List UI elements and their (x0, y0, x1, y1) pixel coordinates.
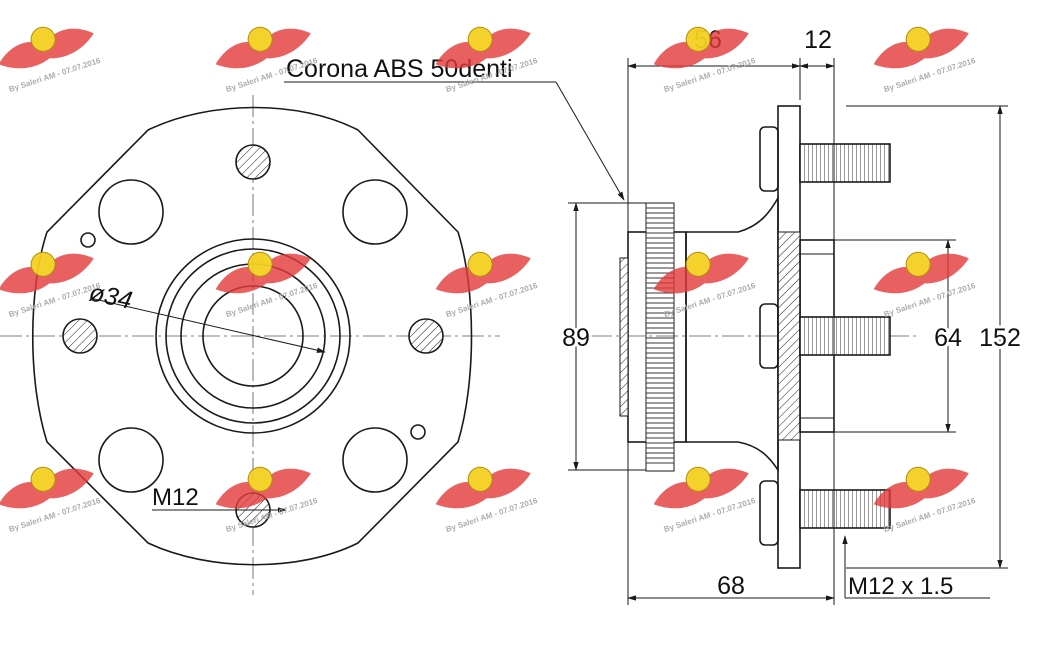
dim-152-label: 152 (979, 324, 1021, 352)
watermark-badge (685, 251, 711, 277)
abs-tooth (645, 447, 675, 454)
abs-tooth (645, 387, 675, 394)
abs-tooth (645, 407, 675, 414)
abs-tooth (645, 247, 675, 254)
abs-tooth (645, 257, 675, 264)
watermark-badge (905, 466, 931, 492)
abs-tooth (645, 357, 675, 364)
watermark-badge (467, 26, 493, 52)
dim-12-label: 12 (804, 26, 832, 54)
flange-outline (32, 106, 473, 566)
stud-thread-top (799, 143, 891, 183)
abs-tooth (645, 337, 675, 344)
abs-tooth (645, 227, 675, 234)
stud-hole-top (235, 144, 271, 180)
abs-tooth (645, 237, 675, 244)
stud-hole-left (62, 318, 98, 354)
lightening-hole-bottom-right (342, 427, 408, 493)
abs-tooth (645, 457, 675, 464)
watermark-badge (467, 466, 493, 492)
stud-thread-middle (799, 316, 891, 356)
abs-tooth (645, 317, 675, 324)
front-thread-label: M12 (152, 484, 199, 511)
watermark-badge (905, 26, 931, 52)
abs-tooth (645, 297, 675, 304)
watermark-badge (685, 466, 711, 492)
stud-thread-bottom (799, 489, 891, 529)
dim-64-label: 64 (934, 324, 962, 352)
watermark-stamp: By Saleri AM - 07.07.2016 (0, 466, 102, 534)
abs-tooth (645, 367, 675, 374)
abs-teeth-band (645, 202, 675, 472)
watermark-stamp: By Saleri AM - 07.07.2016 (435, 466, 539, 534)
watermark-badge (30, 251, 56, 277)
watermark-stamp: By Saleri AM - 07.07.2016 (873, 251, 977, 319)
flange-section-hatch (777, 231, 801, 441)
watermark-badge (247, 26, 273, 52)
hub-pilot-inner-ring (165, 248, 341, 424)
abs-tooth (645, 207, 675, 214)
hub-body (685, 194, 779, 473)
abs-tooth (645, 417, 675, 424)
watermark-badge (247, 251, 273, 277)
lightening-hole-bottom-left (98, 427, 164, 493)
dimensions: 56 12 89 64 152 68 M12 x 1.5 (559, 26, 1024, 605)
watermark-badge (30, 466, 56, 492)
stud-hole-right (408, 318, 444, 354)
abs-tooth (645, 327, 675, 334)
hub-pilot-outer-ring (155, 238, 351, 434)
watermark-stamp: By Saleri AM - 07.07.2016 (0, 26, 102, 94)
abs-ring-callout: Corona ABS 50denti (284, 55, 625, 201)
stud-head-bottom (759, 480, 779, 546)
bore-diameter-leader (89, 297, 326, 353)
watermark-layer: By Saleri AM - 07.07.2016 By Saleri AM - … (0, 26, 977, 534)
watermark-badge (247, 466, 273, 492)
abs-tooth (645, 427, 675, 434)
stud-head-top (759, 126, 779, 192)
seal-ring (619, 257, 629, 417)
watermark-badge (685, 26, 711, 52)
abs-tooth (645, 377, 675, 384)
watermark-stamp: By Saleri AM - 07.07.2016 (0, 251, 102, 319)
watermark-stamp: By Saleri AM - 07.07.2016 (653, 26, 757, 94)
locator-hole-upper (80, 232, 96, 248)
side-thread-label: M12 x 1.5 (848, 573, 953, 600)
watermark-badge (467, 251, 493, 277)
abs-tooth (645, 217, 675, 224)
watermark-stamp: By Saleri AM - 07.07.2016 (873, 26, 977, 94)
abs-tooth (645, 397, 675, 404)
locator-hole-lower (410, 424, 426, 440)
watermark-stamp: By Saleri AM - 07.07.2016 (435, 251, 539, 319)
abs-teeth (645, 207, 675, 464)
watermark-badge (30, 26, 56, 52)
lightening-hole-top-left (98, 179, 164, 245)
watermark-stamp: By Saleri AM - 07.07.2016 (653, 466, 757, 534)
dim-68-label: 68 (717, 572, 745, 600)
side-view (590, 105, 920, 569)
abs-tooth (645, 307, 675, 314)
watermark-badge (905, 251, 931, 277)
dim-89-label: 89 (562, 324, 590, 352)
lightening-hole-top-right (342, 179, 408, 245)
stud-head-middle (759, 303, 779, 369)
abs-tooth (645, 347, 675, 354)
abs-tooth (645, 437, 675, 444)
abs-leader (555, 81, 625, 201)
